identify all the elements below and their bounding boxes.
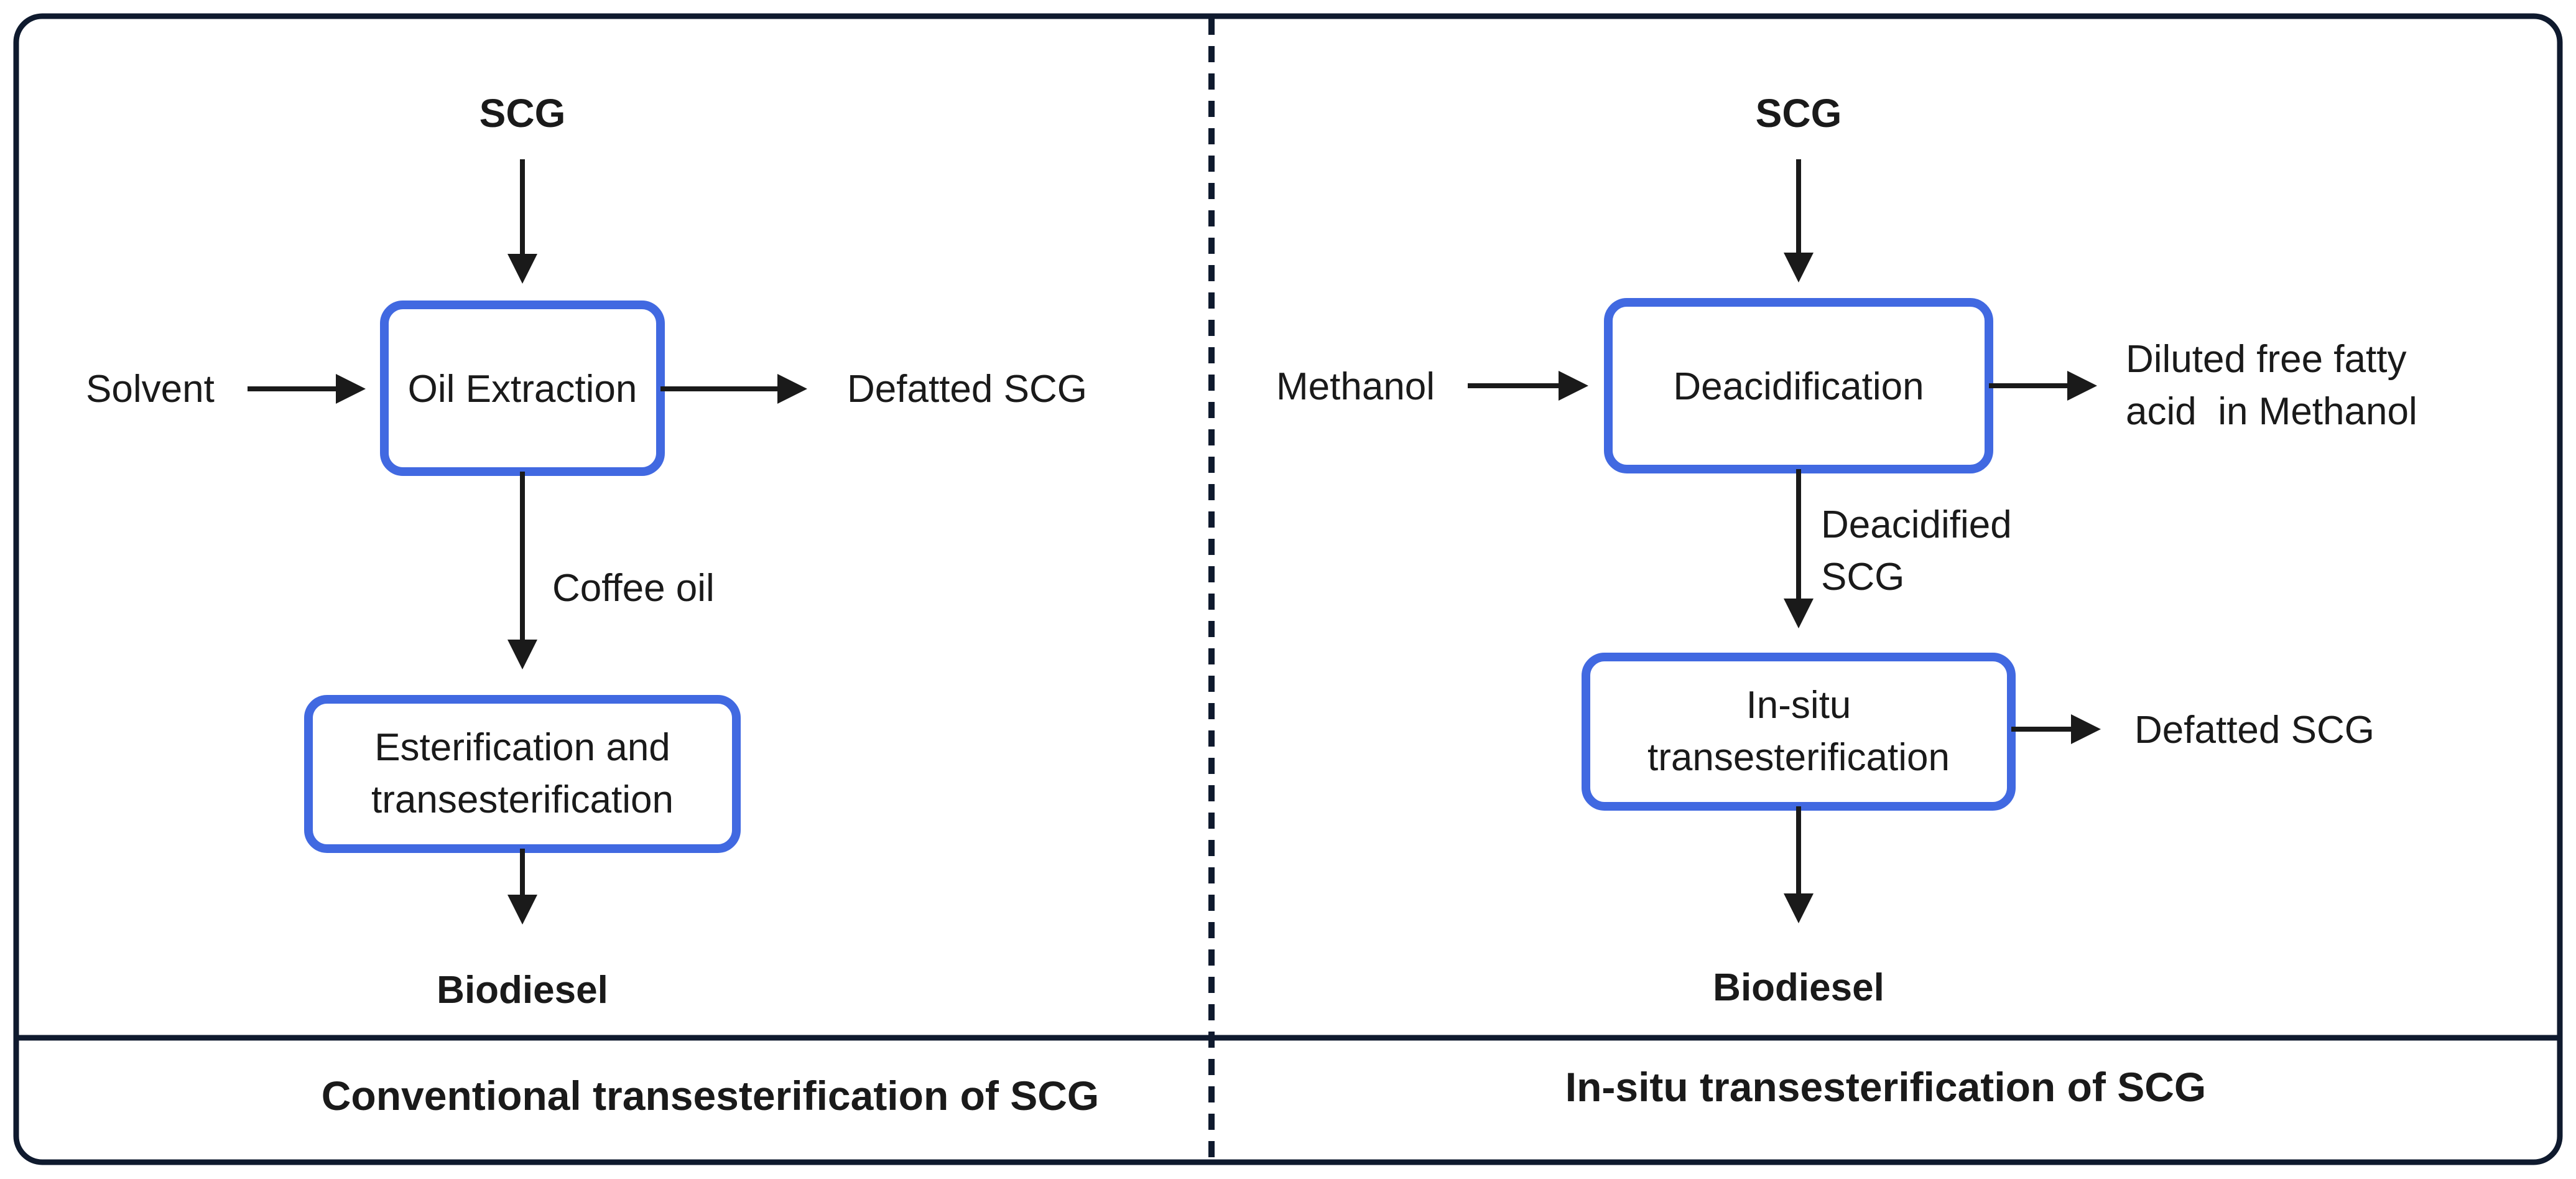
- right-defatted-scg-label: Defatted SCG: [2134, 709, 2374, 752]
- left-caption: Conventional transesterification of SCG: [322, 1073, 1100, 1119]
- left-input-scg: SCG: [480, 91, 566, 136]
- right-output-biodiesel: Biodiesel: [1713, 966, 1884, 1009]
- oil-extraction-label: Oil Extraction: [408, 368, 637, 411]
- right-caption: In-situ transesterification of SCG: [1565, 1064, 2206, 1110]
- esterification-box: [304, 695, 741, 853]
- deacidified-scg-label-line2: SCG: [1821, 556, 1904, 599]
- insitu-box: [1582, 653, 2016, 811]
- diluted-ffa-label-line1: Diluted free fatty: [2126, 338, 2406, 381]
- esterification-label-line2: transesterification: [371, 778, 674, 821]
- right-panel: SCG Methanol Deacidification Diluted fre…: [1276, 91, 2417, 1110]
- left-panel: SCG Solvent Oil Extraction Defatted SCG …: [86, 91, 1099, 1119]
- defatted-scg-label: Defatted SCG: [847, 368, 1087, 411]
- solvent-label: Solvent: [86, 368, 215, 411]
- left-output-biodiesel: Biodiesel: [437, 969, 608, 1012]
- insitu-label-line2: transesterification: [1647, 736, 1950, 779]
- diluted-ffa-label-line2: acid in Methanol: [2126, 390, 2417, 433]
- right-input-scg: SCG: [1756, 91, 1842, 136]
- deacidified-scg-label-line1: Deacidified: [1821, 503, 2012, 546]
- methanol-label: Methanol: [1276, 365, 1435, 408]
- insitu-label-line1: In-situ: [1746, 684, 1851, 727]
- coffee-oil-label: Coffee oil: [552, 567, 715, 610]
- outer-frame: [13, 13, 2563, 1165]
- esterification-label-line1: Esterification and: [374, 726, 670, 769]
- deacidification-label: Deacidification: [1673, 365, 1924, 408]
